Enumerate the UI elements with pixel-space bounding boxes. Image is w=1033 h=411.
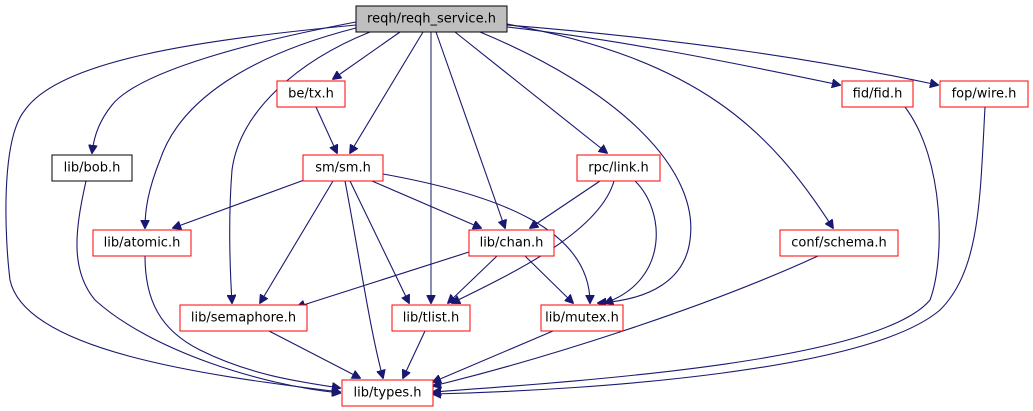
edge-sm-to-tlist	[349, 180, 409, 303]
node-box[interactable]	[341, 379, 434, 407]
node-tlist[interactable]: lib/tlist.h	[391, 304, 471, 332]
node-label: lib/types.h	[353, 386, 421, 401]
edge-reqh_service-to-bob	[92, 21, 357, 153]
node-types[interactable]: lib/types.h	[341, 379, 434, 407]
node-label: reqh/reqh_service.h	[367, 12, 496, 27]
node-box[interactable]	[355, 5, 508, 33]
edge-reqh_service-to-mutex	[479, 31, 692, 303]
edge-bob-to-types	[76, 180, 340, 393]
node-chan[interactable]: lib/chan.h	[468, 229, 555, 257]
node-tx[interactable]: be/tx.h	[276, 80, 346, 108]
edge-atomic-to-types	[144, 255, 340, 388]
node-box[interactable]	[391, 304, 471, 332]
edge-reqh_service-to-tx	[333, 31, 401, 79]
node-box[interactable]	[576, 154, 661, 182]
edge-sm-to-semaphore	[260, 180, 334, 303]
node-box[interactable]	[841, 80, 914, 108]
node-mutex[interactable]: lib/mutex.h	[540, 304, 624, 332]
node-box[interactable]	[51, 154, 133, 182]
node-box[interactable]	[302, 154, 384, 182]
node-link[interactable]: rpc/link.h	[576, 154, 661, 182]
node-label: sm/sm.h	[315, 161, 371, 176]
edge-reqh_service-to-link	[454, 31, 607, 153]
node-label: fop/wire.h	[952, 87, 1017, 102]
edge-sm-to-mutex	[382, 173, 590, 303]
node-box[interactable]	[179, 304, 308, 332]
node-label: lib/chan.h	[480, 236, 544, 251]
edge-reqh_service-to-sm	[350, 31, 424, 153]
node-box[interactable]	[468, 229, 555, 257]
node-label: conf/schema.h	[791, 236, 886, 251]
edge-link-to-chan	[530, 180, 601, 228]
node-schema[interactable]: conf/schema.h	[779, 229, 899, 257]
node-label: rpc/link.h	[588, 161, 649, 176]
edge-reqh_service-to-wire	[506, 24, 938, 85]
edge-sm-to-chan	[371, 180, 481, 228]
node-atomic[interactable]: lib/atomic.h	[92, 229, 192, 257]
edge-reqh_service-to-types	[5, 24, 357, 392]
node-box[interactable]	[540, 304, 624, 332]
edge-reqh_service-to-semaphore	[230, 31, 371, 303]
edge-sm-to-atomic	[173, 178, 308, 228]
edge-fid-to-types	[433, 106, 940, 392]
edge-sm-to-types	[344, 180, 383, 378]
node-label: fid/fid.h	[853, 87, 903, 102]
edge-tx-to-sm	[315, 106, 337, 153]
edge-reqh_service-to-schema	[506, 23, 833, 228]
edge-schema-to-types	[433, 255, 819, 386]
node-label: be/tx.h	[288, 87, 334, 102]
edge-reqh_service-to-chan	[435, 31, 505, 228]
node-reqh_service[interactable]: reqh/reqh_service.h	[355, 5, 508, 33]
nodes-layer: reqh/reqh_service.h be/tx.h fid/fid.h fop/w…	[51, 5, 1029, 407]
edges-layer	[5, 21, 986, 394]
node-box[interactable]	[276, 80, 346, 108]
node-box[interactable]	[939, 80, 1029, 108]
node-box[interactable]	[92, 229, 192, 257]
node-label: lib/semaphore.h	[191, 311, 296, 326]
node-box[interactable]	[779, 229, 899, 257]
node-sm[interactable]: sm/sm.h	[302, 154, 384, 182]
edge-chan-to-semaphore	[297, 251, 470, 307]
node-label: lib/tlist.h	[403, 311, 459, 326]
edge-chan-to-mutex	[524, 255, 573, 303]
node-fid[interactable]: fid/fid.h	[841, 80, 914, 108]
node-semaphore[interactable]: lib/semaphore.h	[179, 304, 308, 332]
edge-reqh_service-to-atomic	[145, 27, 357, 228]
node-label: lib/mutex.h	[545, 311, 619, 326]
node-bob[interactable]: lib/bob.h	[51, 154, 133, 182]
edge-reqh_service-to-fid	[506, 26, 840, 85]
edge-semaphore-to-types	[268, 330, 360, 378]
edge-mutex-to-types	[433, 330, 554, 382]
edge-chan-to-tlist	[448, 255, 498, 303]
node-label: lib/atomic.h	[104, 236, 181, 251]
node-wire[interactable]: fop/wire.h	[939, 80, 1029, 108]
edge-wire-to-types	[433, 106, 986, 394]
edge-link-to-mutex	[605, 180, 657, 303]
edge-tlist-to-types	[403, 330, 426, 378]
node-label: lib/bob.h	[64, 161, 121, 176]
